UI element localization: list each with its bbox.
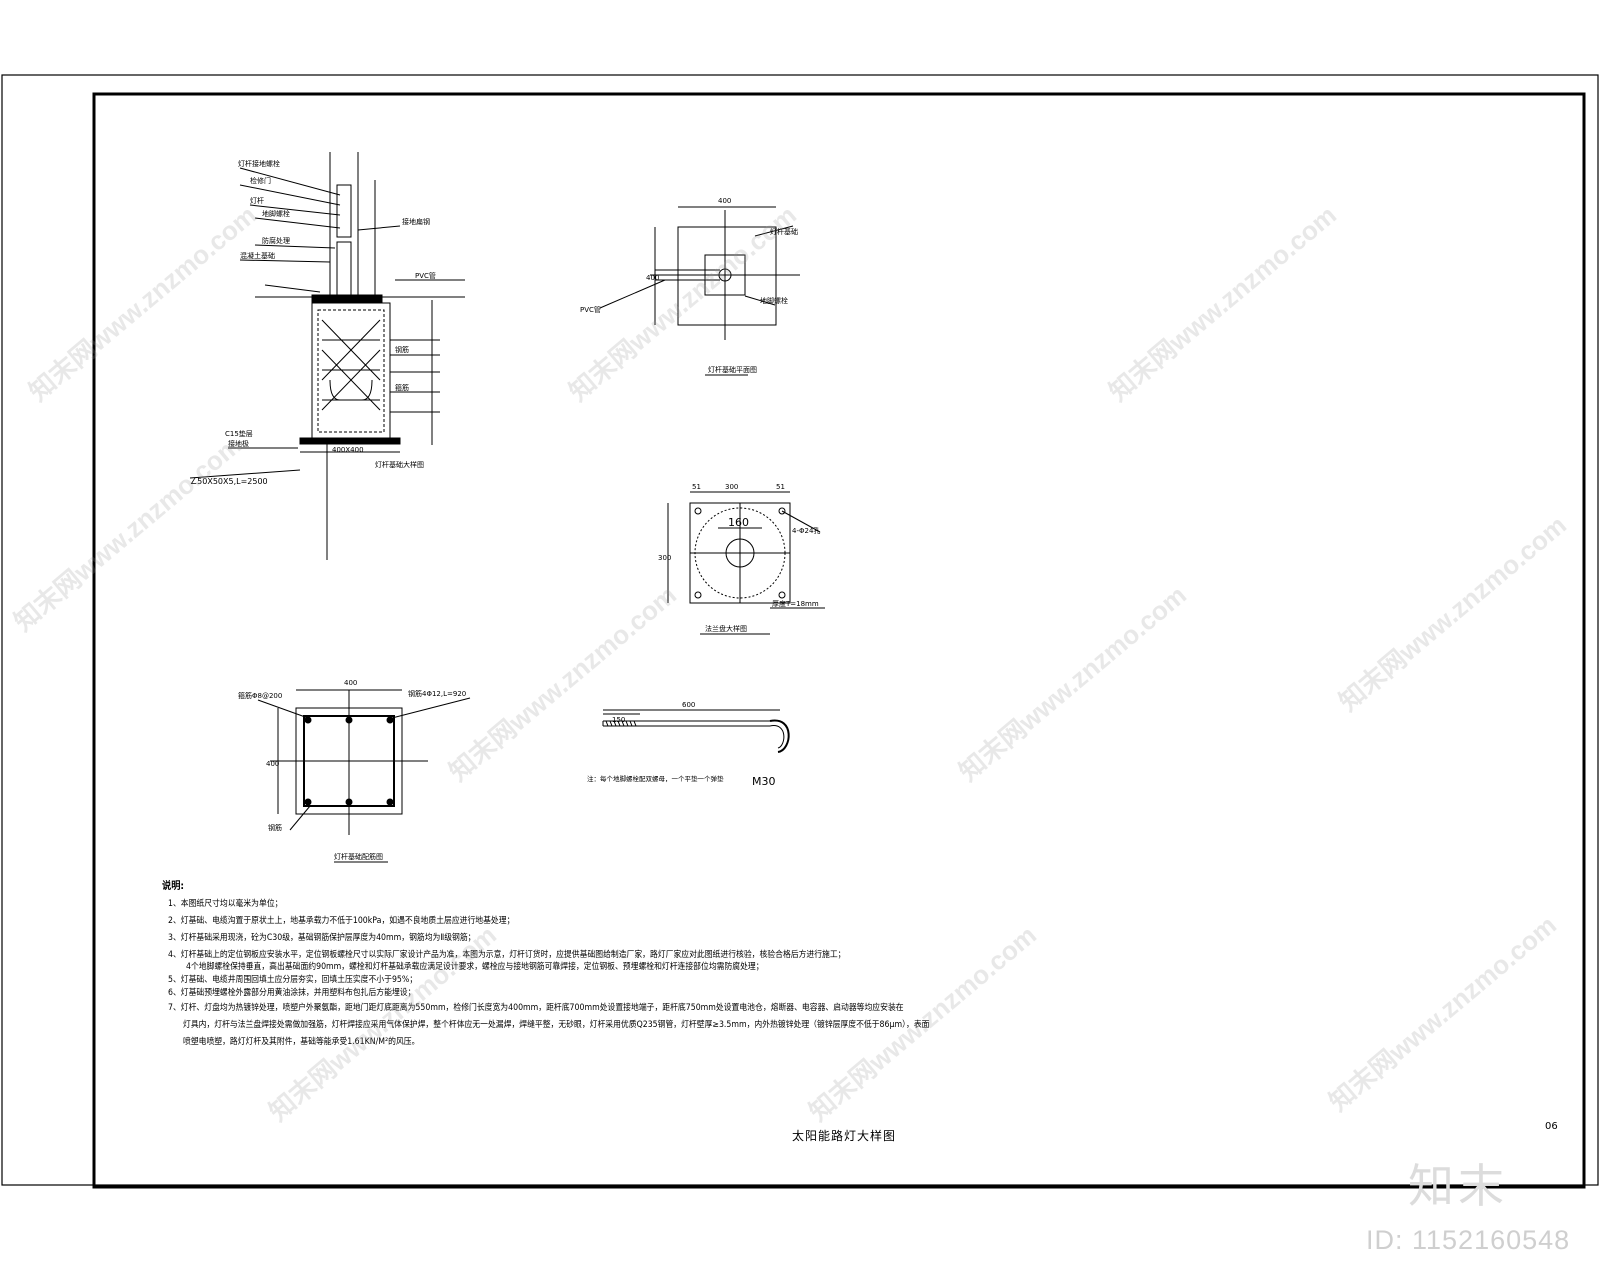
plan-top-callout-bottom: 地脚螺栓 <box>760 296 788 305</box>
note-item: 喷塑电喷塑，路灯灯杆及其附件，基础等能承受1.61KN/M²的风压。 <box>183 1037 420 1047</box>
note-item: 2、灯基础、电缆沟置于原状土上，地基承载力不低于100kPa，如遇不良地质土层应… <box>168 916 515 926</box>
note-item: 灯具内，灯杆与法兰盘焊接处需做加强筋，灯杆焊接应采用气体保护焊，整个杆体应无一处… <box>183 1020 930 1030</box>
plan-top-dim-top: 400 <box>718 197 731 205</box>
plan-top-callout-right: 灯杆基础 <box>770 227 798 236</box>
ground-spec: ∠50X50X5,L=2500 <box>190 477 268 486</box>
base-dims: 400X400 <box>332 446 364 454</box>
flange-thickness: 厚度T=18mm <box>772 599 819 608</box>
note-item: 1、本图纸尺寸均以毫米为单位； <box>168 899 283 909</box>
section-caption: 灯杆基础大样图 <box>375 460 424 469</box>
bolt-dim-thread: 150 <box>612 716 625 724</box>
flange-labels: 51 300 51 160 4-Φ24孔 300 厚度T=18mm 法兰盘大样图 <box>658 483 820 633</box>
page-number: 06 <box>1545 1121 1558 1132</box>
drawing-title: 太阳能路灯大样图 <box>792 1129 897 1143</box>
rebar-callout-bottom: 钢筋 <box>268 823 282 832</box>
ground-label: 接地极 <box>228 439 249 448</box>
anchor-bolt <box>602 709 790 753</box>
rebar-callout-left: 箍筋Φ8@200 <box>238 691 282 700</box>
rebar-dim-left: 400 <box>266 760 279 768</box>
inner-frame <box>92 92 1586 1189</box>
plan-rebar <box>257 689 471 863</box>
outer-frame <box>1 74 1599 1186</box>
callout-4: 地脚螺栓 <box>262 209 290 218</box>
flange-dim-tr: 51 <box>776 483 785 491</box>
note-item: 3、灯杆基础采用现浇，砼为C30级，基础钢筋保护层厚度为40mm，钢筋均为Ⅱ级钢… <box>168 933 476 943</box>
callout-5: 防腐处理 <box>262 236 290 245</box>
bolt-hook-label: M30 <box>752 775 776 788</box>
plan-rebar-labels: 400 400 箍筋Φ8@200 钢筋4Φ12,L=920 钢筋 灯杆基础配筋图 <box>238 679 466 861</box>
flange-detail <box>667 491 825 635</box>
flange-dim-tm: 300 <box>725 483 738 491</box>
section-elevation <box>189 152 465 560</box>
watermark-logo: 知末 <box>1408 1159 1508 1213</box>
callout-8: PVC管 <box>415 271 436 280</box>
callout-7: 接地扁钢 <box>402 217 430 226</box>
section-callouts: 灯杆接地螺栓 检修门 灯杆 地脚螺栓 防腐处理 混凝土基础 接地扁钢 PVC管 … <box>190 159 436 486</box>
rebar-caption: 灯杆基础配筋图 <box>334 852 383 861</box>
anchor-bolt-labels: 600 150 注：每个地脚螺栓配双螺母，一个平垫一个弹垫 M30 <box>587 701 776 788</box>
callout-3: 灯杆 <box>250 196 264 205</box>
callout-6: 混凝土基础 <box>240 251 275 260</box>
note-item: 4个地脚螺栓保持垂直，高出基础面约90mm，螺栓和灯杆基础承载应满足设计要求，螺… <box>186 962 764 972</box>
note-item: 5、灯基础、电缆井周围回填土应分层夯实，回填土压实度不小于95%； <box>168 975 418 985</box>
callout-1: 灯杆接地螺栓 <box>238 159 280 168</box>
plan-top-dim-left: 400 <box>646 274 659 282</box>
rebar-dim-top: 400 <box>344 679 357 687</box>
note-item: 7、灯杆、灯盘均为热镀锌处理，喷塑户外聚氨酯，距地门距灯底距离为550mm，检修… <box>168 1003 904 1013</box>
notes-heading: 说明: <box>162 881 185 892</box>
flange-hole-label: 4-Φ24孔 <box>792 527 820 535</box>
watermark-id: ID: 1152160548 <box>1366 1225 1571 1255</box>
callout-10: 箍筋 <box>395 383 409 392</box>
base-label: C15垫层 <box>225 429 253 438</box>
flange-caption: 法兰盘大样图 <box>705 624 747 633</box>
bolt-note: 注：每个地脚螺栓配双螺母，一个平垫一个弹垫 <box>587 774 724 783</box>
callout-2: 检修门 <box>250 176 271 185</box>
plan-top-caption: 灯杆基础平面图 <box>708 365 757 374</box>
flange-dim-left: 300 <box>658 554 671 562</box>
flange-circle-dim: 160 <box>728 516 749 529</box>
flange-dim-tl: 51 <box>692 483 701 491</box>
plan-top-labels: 400 400 灯杆基础 PVC管 地脚螺栓 灯杆基础平面图 <box>580 197 798 374</box>
note-item: 4、灯杆基础上的定位钢板应安装水平，定位钢板螺栓尺寸以实际厂家设计产品为准，本图… <box>168 950 846 960</box>
plan-top-callout-left: PVC管 <box>580 305 601 314</box>
note-item: 6、灯基础预埋螺栓外露部分用黄油涂抹，并用塑料布包扎后方能埋设； <box>168 988 416 998</box>
bolt-dim-total: 600 <box>682 701 695 709</box>
callout-9: 钢筋 <box>395 345 409 354</box>
plan-top <box>599 206 800 376</box>
rebar-callout-right: 钢筋4Φ12,L=920 <box>408 689 466 698</box>
